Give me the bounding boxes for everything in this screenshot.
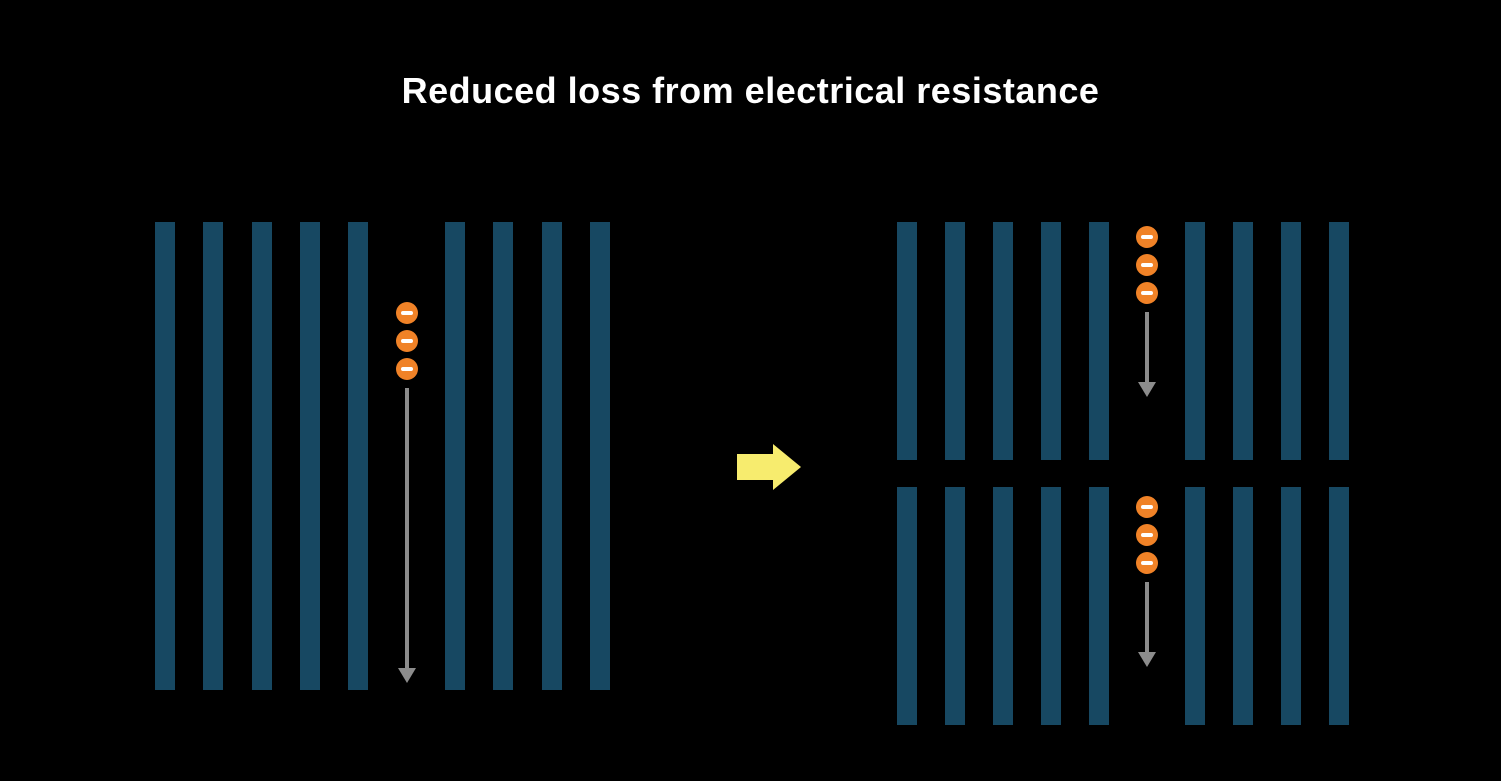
minus-icon <box>1141 291 1153 295</box>
electron-minus-icon <box>1136 496 1158 518</box>
current-flow-full-cell <box>395 302 419 683</box>
minus-icon <box>1141 235 1153 239</box>
arrow-line <box>1145 312 1149 382</box>
cell-finger-bar <box>1041 222 1061 460</box>
right-arrow-head <box>773 444 801 490</box>
electron-minus-icon <box>1136 226 1158 248</box>
down-arrow-icon <box>1138 582 1156 667</box>
electron-minus-icon <box>1136 552 1158 574</box>
current-flow-half-bottom <box>1135 496 1159 667</box>
electron-minus-icon <box>396 358 418 380</box>
electron-minus-icon <box>396 302 418 324</box>
arrow-line <box>405 388 409 668</box>
minus-icon <box>1141 263 1153 267</box>
cell-finger-bar <box>945 222 965 460</box>
minus-icon <box>401 311 413 315</box>
diagram-title: Reduced loss from electrical resistance <box>401 70 1100 111</box>
cell-finger-bar <box>993 222 1013 460</box>
electron-minus-icon <box>1136 524 1158 546</box>
cell-finger-bar <box>1041 487 1061 725</box>
cell-finger-bar <box>493 222 513 690</box>
cell-finger-bar <box>897 222 917 460</box>
minus-icon <box>401 367 413 371</box>
cell-finger-bar <box>300 222 320 690</box>
current-flow-half-top <box>1135 226 1159 397</box>
cell-finger-bar <box>1329 222 1349 460</box>
full-cell-panel <box>155 222 610 690</box>
electron-group <box>1136 496 1158 574</box>
right-arrow-body <box>737 454 773 480</box>
cell-finger-bar <box>155 222 175 690</box>
cell-finger-bar <box>542 222 562 690</box>
cell-finger-bar <box>1281 487 1301 725</box>
cell-finger-bar <box>590 222 610 690</box>
electron-group <box>1136 226 1158 304</box>
cell-finger-bar <box>252 222 272 690</box>
arrow-line <box>1145 582 1149 652</box>
cell-finger-bar <box>348 222 368 690</box>
electron-group <box>396 302 418 380</box>
cell-finger-bar <box>1185 487 1205 725</box>
cell-finger-bar <box>445 222 465 690</box>
arrow-head <box>1138 652 1156 667</box>
minus-icon <box>1141 561 1153 565</box>
minus-icon <box>1141 533 1153 537</box>
right-arrow-icon <box>737 444 801 490</box>
arrow-head <box>1138 382 1156 397</box>
electron-minus-icon <box>1136 282 1158 304</box>
cell-finger-bar <box>1089 222 1109 460</box>
cell-finger-bar <box>203 222 223 690</box>
cell-finger-bar <box>993 487 1013 725</box>
minus-icon <box>401 339 413 343</box>
cell-finger-bar <box>1089 487 1109 725</box>
arrow-head <box>398 668 416 683</box>
down-arrow-icon <box>1138 312 1156 397</box>
cell-finger-bar <box>897 487 917 725</box>
electron-minus-icon <box>396 330 418 352</box>
cell-finger-bar <box>945 487 965 725</box>
half-cell-top-panel <box>897 222 1349 460</box>
cell-finger-bar <box>1329 487 1349 725</box>
cell-finger-bar <box>1233 222 1253 460</box>
electron-minus-icon <box>1136 254 1158 276</box>
cell-finger-bar <box>1281 222 1301 460</box>
down-arrow-icon <box>398 388 416 683</box>
cell-finger-bar <box>1233 487 1253 725</box>
minus-icon <box>1141 505 1153 509</box>
cell-finger-bar <box>1185 222 1205 460</box>
half-cell-bottom-panel <box>897 487 1349 725</box>
